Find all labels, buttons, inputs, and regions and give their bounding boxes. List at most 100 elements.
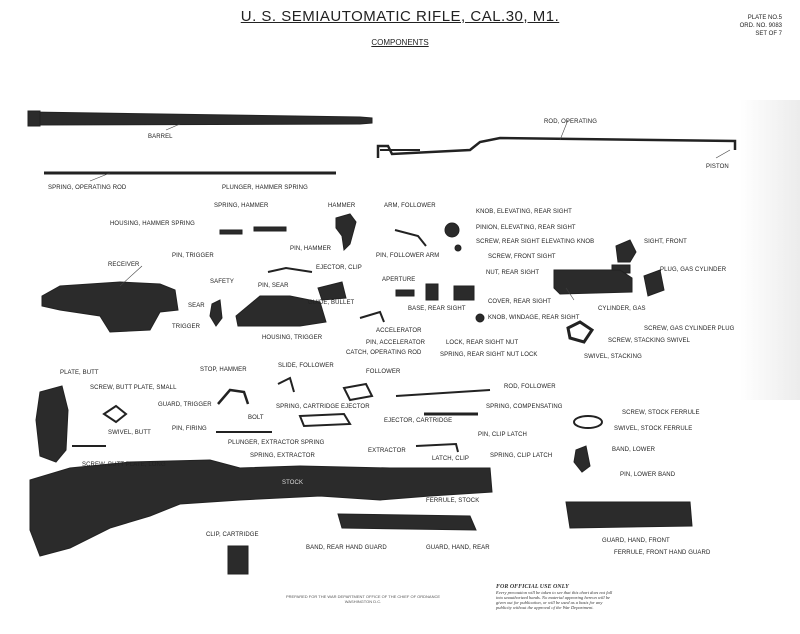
label-ferrule-stock: FERRULE, STOCK: [426, 498, 480, 504]
label-spring-cartridge-ejector: SPRING, CARTRIDGE EJECTOR: [276, 404, 370, 410]
label-spring-compensating: SPRING, COMPENSATING: [486, 404, 563, 410]
trigger-part: [209, 299, 223, 327]
elevating-knob-part: [444, 222, 460, 238]
label-plunger-extractor-spring: PLUNGER, EXTRACTOR SPRING: [228, 440, 325, 446]
barrel-part: [29, 111, 373, 126]
label-band-rear-hand-guard: BAND, REAR HAND GUARD: [306, 545, 387, 551]
label-stop-hammer: STOP, HAMMER: [200, 367, 247, 373]
label-band-lower: BAND, LOWER: [612, 447, 656, 453]
label-screw-butt-plate-small: SCREW, BUTT PLATE, SMALL: [90, 385, 177, 391]
aperture-part: [395, 289, 415, 297]
label-follower: FOLLOWER: [366, 369, 401, 375]
label-plug-gas-cylinder: PLUG, GAS CYLINDER: [660, 267, 727, 273]
label-screw-front-sight: SCREW, FRONT SIGHT: [488, 254, 556, 260]
rear-sight-base-part: [425, 283, 439, 301]
label-latch-clip: LATCH, CLIP: [432, 456, 469, 462]
edge-shading: [740, 100, 800, 400]
operating-rod-part: [376, 136, 737, 158]
label-clip-cartridge: CLIP, CARTRIDGE: [206, 532, 259, 538]
label-plate-butt: PLATE, BUTT: [60, 370, 99, 376]
windage-knob-part: [475, 313, 485, 323]
accelerator-part: [359, 310, 385, 323]
label-screw-rear-sight-knob: SCREW, REAR SIGHT ELEVATING KNOB: [476, 239, 595, 245]
bullet-guide-part: [317, 281, 347, 301]
follower-rod-part: [395, 389, 491, 397]
trigger-guard-part: [217, 388, 250, 405]
label-spring-rear-sight-nut-lock: SPRING, REAR SIGHT NUT LOCK: [440, 352, 538, 358]
label-catch-operating-rod: CATCH, OPERATING ROD: [346, 350, 422, 356]
label-housing-hammer-spring: HOUSING, HAMMER SPRING: [110, 221, 195, 227]
stock-ferrule-swivel-part: [573, 415, 603, 429]
follower-part: [342, 382, 374, 402]
label-trigger: TRIGGER: [172, 324, 201, 330]
label-swivel-butt: SWIVEL, BUTT: [108, 430, 151, 436]
label-screw-butt-plate-long: SCREW, BUTT PLATE, LONG: [82, 462, 166, 468]
label-pin-hammer: PIN, HAMMER: [290, 246, 332, 252]
label-swivel-stacking: SWIVEL, STACKING: [584, 354, 642, 360]
clip-latch-part: [415, 442, 459, 453]
label-plunger-hammer-spring: PLUNGER, HAMMER SPRING: [222, 185, 308, 191]
stacking-swivel-part: [566, 320, 595, 344]
follower-slide-part: [277, 376, 295, 393]
label-ejector-cartridge: EJECTOR, CARTRIDGE: [384, 418, 453, 424]
label-stock: STOCK: [282, 480, 304, 486]
label-pin-clip-latch: PIN, CLIP LATCH: [478, 432, 527, 438]
plate-number: PLATE NO.5: [747, 15, 782, 21]
label-guard-hand-front: GUARD, HAND, FRONT: [602, 538, 670, 544]
page-subtitle: COMPONENTS: [371, 38, 429, 47]
label-guide-bullet: GUIDE, BULLET: [308, 300, 355, 306]
stock-part: [29, 459, 493, 557]
label-screw-stock-ferrule: SCREW, STOCK FERRULE: [622, 410, 700, 416]
label-slide-follower: SLIDE, FOLLOWER: [278, 363, 334, 369]
clip-ejector-part: [267, 266, 313, 273]
butt-swivel-part: [102, 404, 128, 424]
label-hammer: HAMMER: [328, 203, 356, 209]
front-hand-guard-part: [565, 501, 693, 529]
label-screw-stacking-swivel: SCREW, STACKING SWIVEL: [608, 338, 691, 344]
plate-ord: ORD. NO. 9083: [739, 23, 782, 29]
label-pin-firing: PIN, FIRING: [172, 426, 207, 432]
gas-cylinder-plug-part: [643, 269, 665, 297]
trigger-housing-part: [235, 295, 327, 327]
hammer-part: [335, 213, 357, 252]
label-pin-follower-arm: PIN, FOLLOWER ARM: [376, 253, 440, 259]
label-spring-clip-latch: SPRING, CLIP LATCH: [490, 453, 553, 459]
label-guard-trigger: GUARD, TRIGGER: [158, 402, 212, 408]
label-sear: SEAR: [188, 303, 205, 309]
bolt-part: [298, 412, 352, 428]
label-knob-windage: KNOB, WINDAGE, REAR SIGHT: [488, 315, 580, 321]
label-swivel-stock-ferrule: SWIVEL, STOCK FERRULE: [614, 426, 693, 432]
lower-band-part: [573, 445, 591, 473]
label-spring-operating-rod: SPRING, OPERATING ROD: [48, 185, 127, 191]
label-pin-trigger: PIN, TRIGGER: [172, 253, 214, 259]
front-sight-part: [615, 239, 637, 263]
label-screw-gas-cylinder-plug: SCREW, GAS CYLINDER PLUG: [644, 326, 735, 332]
cartridge-clip-part: [227, 545, 249, 575]
label-nut-rear-sight: NUT, REAR SIGHT: [486, 270, 540, 276]
label-piston: PISTON: [706, 164, 729, 170]
rear-sight-cover-part: [453, 285, 475, 301]
gas-cylinder-part: [553, 269, 633, 295]
plate-set: SET OF 7: [755, 31, 782, 37]
label-housing-trigger: HOUSING, TRIGGER: [262, 335, 323, 341]
label-safety: SAFETY: [210, 279, 234, 285]
label-pin-lower-band: PIN, LOWER BAND: [620, 472, 676, 478]
label-pin-accelerator: PIN, ACCELERATOR: [366, 340, 426, 346]
label-extractor: EXTRACTOR: [368, 448, 406, 454]
barrel-muzzle: [27, 110, 41, 127]
butt-plate-part: [35, 385, 69, 463]
follower-arm-part: [394, 229, 427, 247]
label-accelerator: ACCELERATOR: [376, 328, 422, 334]
rear-hand-guard-part: [337, 513, 477, 531]
label-bolt: BOLT: [248, 415, 264, 421]
label-base-rear-sight: BASE, REAR SIGHT: [408, 306, 466, 312]
label-spring-extractor: SPRING, EXTRACTOR: [250, 453, 315, 459]
label-receiver: RECEIVER: [108, 262, 140, 268]
label-knob-elevating: KNOB, ELEVATING, REAR SIGHT: [476, 209, 572, 215]
label-guard-hand-rear: GUARD, HAND, REAR: [426, 545, 490, 551]
label-rod-follower: ROD, FOLLOWER: [504, 384, 556, 390]
official-use-note: FOR OFFICIAL USE ONLY Every precaution w…: [496, 584, 614, 610]
label-arm-follower: ARM, FOLLOWER: [384, 203, 436, 209]
